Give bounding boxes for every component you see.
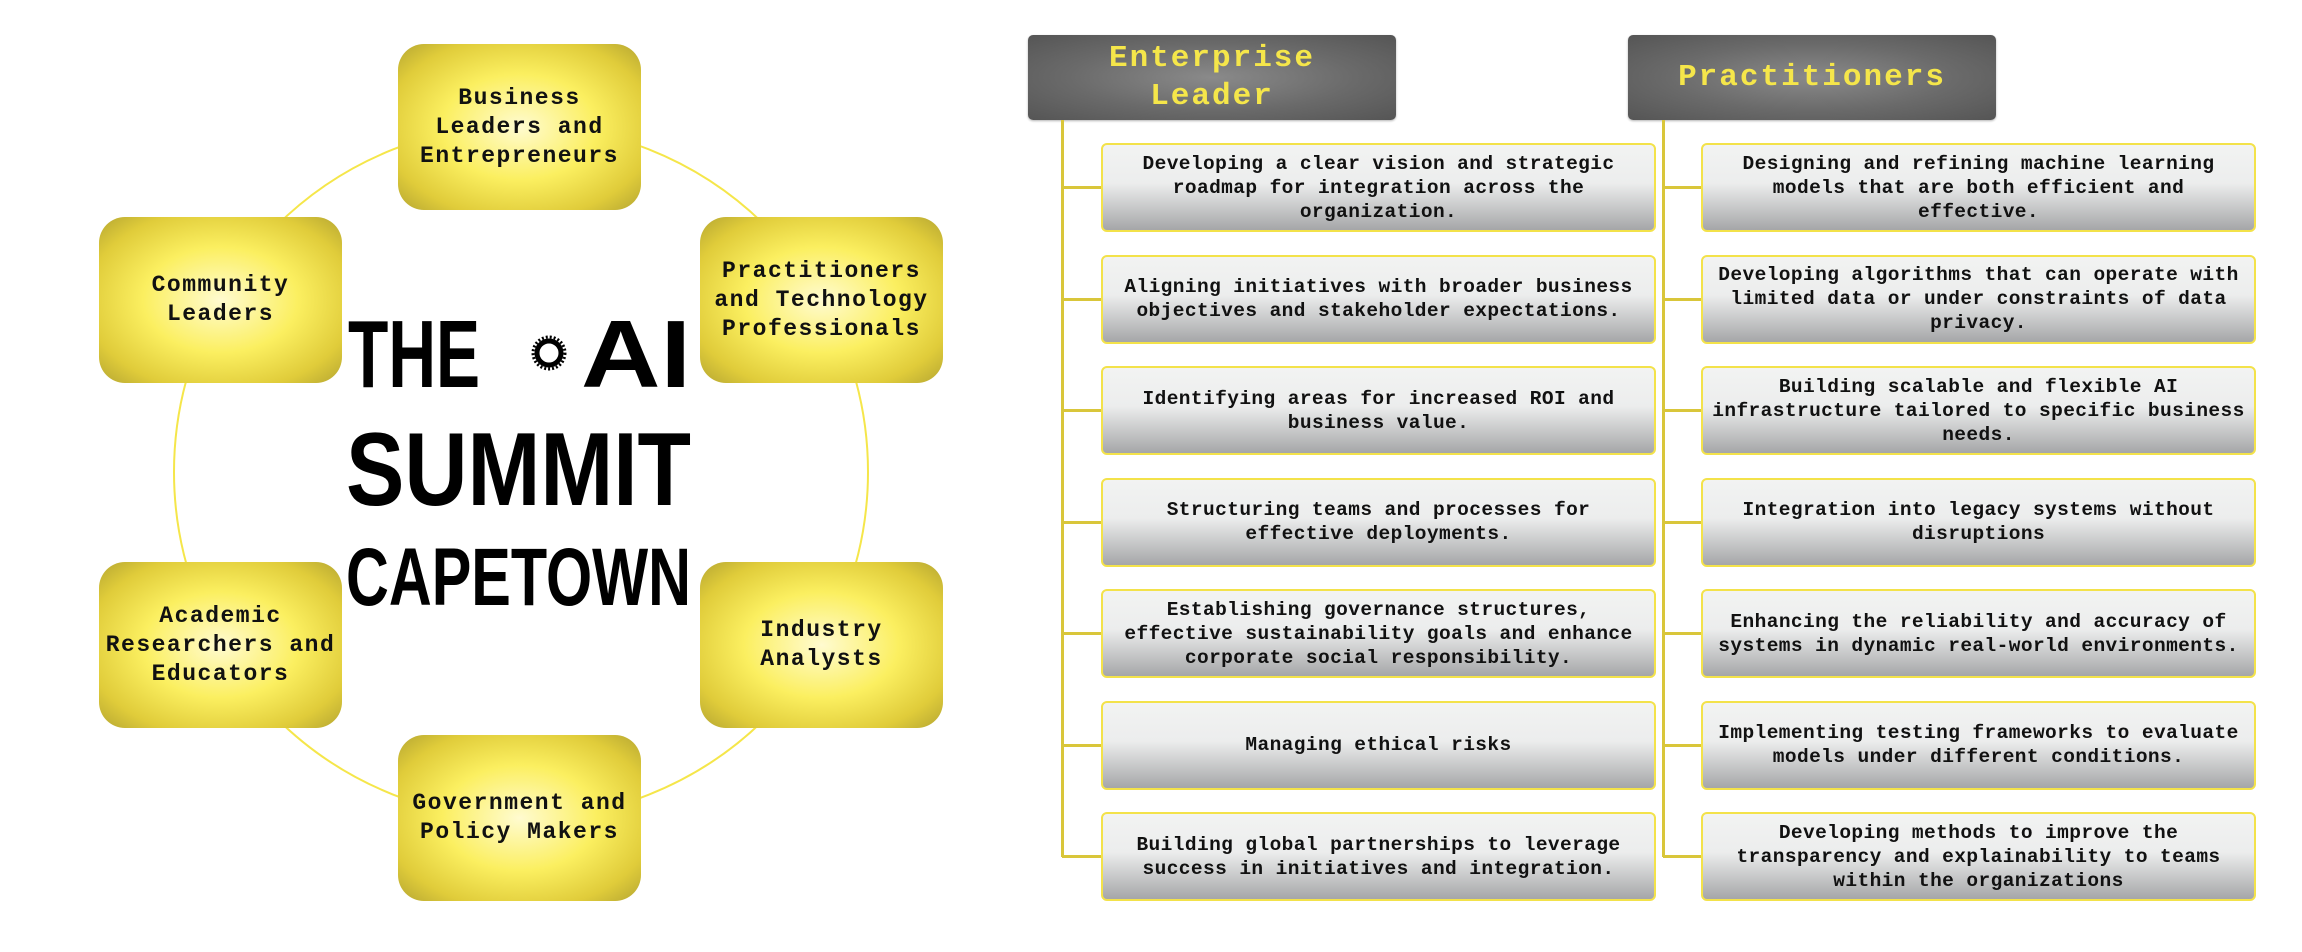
practitioners-item: Implementing testing frameworks to evalu… bbox=[1701, 700, 2256, 790]
practitioners-branch-line bbox=[1663, 855, 1703, 858]
practitioners-item: Designing and refining machine learning … bbox=[1701, 143, 2256, 232]
ai-summit-logo: THE AI SUMMIT CAPETOWN bbox=[346, 301, 691, 623]
practitioners-item: Developing methods to improve the transp… bbox=[1701, 812, 2256, 901]
enterprise-connector bbox=[1061, 120, 1064, 857]
enterprise-branch-line bbox=[1062, 743, 1102, 747]
practitioners-title: Practitioners bbox=[1678, 59, 1946, 95]
audience-industry-analysts: Industry Analysts bbox=[700, 562, 943, 728]
audience-government: Government and Policy Makers bbox=[398, 735, 641, 901]
sun-gear-icon bbox=[531, 335, 567, 371]
practitioners-branch-line bbox=[1663, 409, 1703, 412]
enterprise-item: Developing a clear vision and strategic … bbox=[1101, 143, 1656, 232]
enterprise-branch-line bbox=[1062, 520, 1102, 524]
audience-practitioners: Practitioners and Technology Professiona… bbox=[700, 217, 943, 383]
practitioners-branch-line bbox=[1663, 186, 1703, 189]
enterprise-leader-title: Enterprise Leader bbox=[1108, 40, 1316, 114]
practitioners-branch-line bbox=[1663, 520, 1703, 524]
enterprise-item: Managing ethical risks bbox=[1101, 700, 1656, 790]
enterprise-branch-line bbox=[1062, 855, 1102, 858]
logo-summit: SUMMIT bbox=[346, 412, 691, 528]
enterprise-branch-line bbox=[1062, 186, 1102, 189]
practitioners-branch-line bbox=[1663, 297, 1703, 301]
logo-ai: AI bbox=[581, 301, 691, 408]
practitioners-branch-line bbox=[1663, 632, 1703, 635]
enterprise-item: Aligning initiatives with broader busine… bbox=[1101, 254, 1656, 344]
practitioners-connector bbox=[1662, 120, 1665, 857]
practitioners-item: Building scalable and flexible AI infras… bbox=[1701, 366, 2256, 455]
enterprise-item: Structuring teams and processes for effe… bbox=[1101, 477, 1656, 567]
enterprise-item: Establishing governance structures, effe… bbox=[1101, 589, 1656, 678]
audience-academic: Academic Researchers and Educators bbox=[99, 562, 342, 728]
logo-capetown: CAPETOWN bbox=[346, 532, 691, 623]
practitioners-item: Integration into legacy systems without … bbox=[1701, 477, 2256, 567]
enterprise-branch-line bbox=[1062, 632, 1102, 635]
enterprise-leader-header: Enterprise Leader bbox=[1028, 35, 1396, 120]
enterprise-branch-line bbox=[1062, 297, 1102, 301]
logo-the: THE bbox=[348, 301, 480, 408]
practitioners-branch-line bbox=[1663, 743, 1703, 747]
practitioners-header: Practitioners bbox=[1628, 35, 1996, 120]
enterprise-branch-line bbox=[1062, 409, 1102, 412]
practitioners-item: Developing algorithms that can operate w… bbox=[1701, 254, 2256, 344]
enterprise-item: Identifying areas for increased ROI and … bbox=[1101, 366, 1656, 455]
audience-business-leaders: Business Leaders and Entrepreneurs bbox=[398, 44, 641, 210]
audience-community-leaders: Community Leaders bbox=[99, 217, 342, 383]
practitioners-item: Enhancing the reliability and accuracy o… bbox=[1701, 589, 2256, 678]
enterprise-item: Building global partnerships to leverage… bbox=[1101, 812, 1656, 901]
